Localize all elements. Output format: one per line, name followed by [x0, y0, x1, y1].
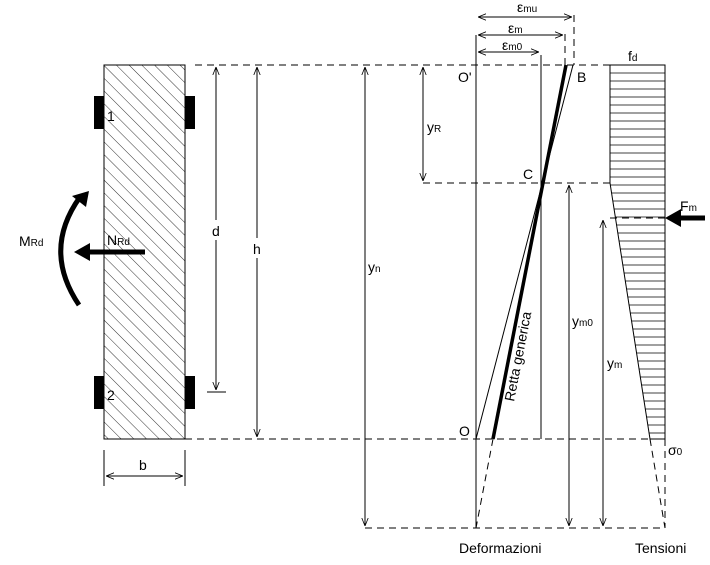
tensioni-label: Tensioni — [635, 540, 686, 556]
o-point-label: O — [459, 423, 470, 439]
yn-label: yn — [368, 259, 381, 275]
limit-strain-line — [475, 64, 574, 440]
yr-label: yR — [427, 119, 441, 135]
n-rd-label: NRd — [107, 232, 130, 248]
rebar-bottom — [94, 376, 195, 409]
fd-label: fd — [628, 48, 637, 64]
d-label-background — [208, 220, 224, 240]
h-label-background — [249, 238, 265, 258]
stress-block-outline — [609, 64, 666, 440]
fm-arrowhead — [665, 209, 681, 227]
stress-block — [609, 64, 666, 440]
moment-arrowhead — [72, 191, 89, 207]
fm-label: Fm — [680, 198, 697, 214]
bar-1-label: 1 — [107, 108, 115, 124]
m-rd-label: MRd — [19, 233, 43, 249]
sigma0-label: σ0 — [668, 442, 683, 458]
deformazioni-label: Deformazioni — [459, 540, 541, 556]
ym-label: ym — [607, 355, 622, 371]
c-point-label: C — [523, 166, 533, 182]
generic-strain-line — [491, 64, 568, 440]
stress-extension-sloped — [649, 438, 666, 529]
h-label: h — [253, 241, 261, 257]
d-label: d — [212, 223, 220, 239]
axial-force-arrowhead — [74, 243, 90, 261]
eps-mu-label: εmu — [517, 0, 537, 15]
rebar-top — [94, 96, 195, 129]
eps-m-label: εm — [508, 20, 523, 36]
b-label: b — [139, 457, 147, 473]
o-prime-label: O' — [458, 69, 472, 85]
eps-m0-label: εm0 — [502, 37, 523, 53]
bar-2-label: 2 — [107, 387, 115, 403]
generic-strain-line-extension — [475, 438, 494, 529]
b-point-label: B — [577, 69, 586, 85]
ym0-label: ym0 — [572, 313, 593, 329]
moment-arrow — [58, 195, 83, 307]
